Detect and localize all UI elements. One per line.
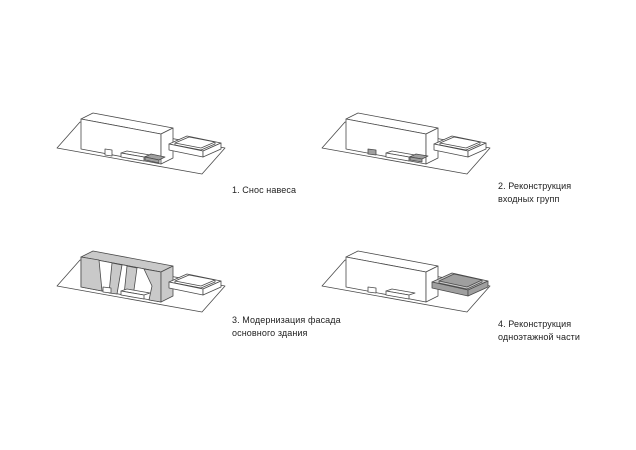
main-building-side (425, 127, 439, 165)
facade-highlight-side (160, 265, 174, 303)
entrance-highlight-front (409, 156, 423, 163)
entrance-highlight (367, 148, 377, 156)
caption-4-line2: одноэтажной части (498, 332, 581, 342)
caption-1-line1: 1. Снос навеса (232, 185, 297, 195)
caption-1: 1. Снос навеса (232, 184, 296, 197)
entrance-block (102, 286, 112, 294)
canopy-highlight-front (144, 156, 160, 164)
annex-roof-edge (438, 280, 483, 290)
caption-4: 4. Реконструкция одноэтажной части (498, 318, 580, 344)
annex-roof-edge (174, 142, 216, 151)
caption-2-line1: 2. Реконструкция (498, 181, 572, 191)
caption-3-line2: основного здания (232, 328, 308, 338)
annex-highlight-side (467, 280, 489, 297)
diagram-3-facade (56, 250, 226, 313)
facade-panel (80, 256, 103, 292)
caption-4-line1: 4. Реконструкция (498, 319, 572, 329)
facade-panel (108, 262, 123, 295)
entrance-strip-front (385, 290, 410, 300)
diagram-2-entrances (321, 112, 491, 175)
facade-panel (143, 268, 162, 303)
entrance-block (367, 286, 377, 294)
caption-3-line1: 3. Модернизация фасада (232, 315, 341, 325)
caption-3: 3. Модернизация фасада основного здания (232, 314, 341, 340)
annex-roof-edge (174, 280, 216, 289)
entrance-block (104, 148, 113, 157)
main-building-side (160, 127, 174, 165)
diagram-1-demolition-canopy (56, 112, 226, 175)
annex-roof-edge (439, 142, 481, 151)
annex-base-side (202, 142, 222, 158)
entrance-strip-front (385, 152, 410, 162)
entrance-strip-front (120, 290, 145, 300)
annex-base-side (202, 280, 222, 296)
caption-2: 2. Реконструкция входных групп (498, 180, 571, 206)
caption-2-line2: входных групп (498, 194, 560, 204)
entrance-strip-front (120, 152, 145, 162)
annex-base-side (467, 142, 487, 158)
diagram-4-annex (321, 250, 491, 313)
